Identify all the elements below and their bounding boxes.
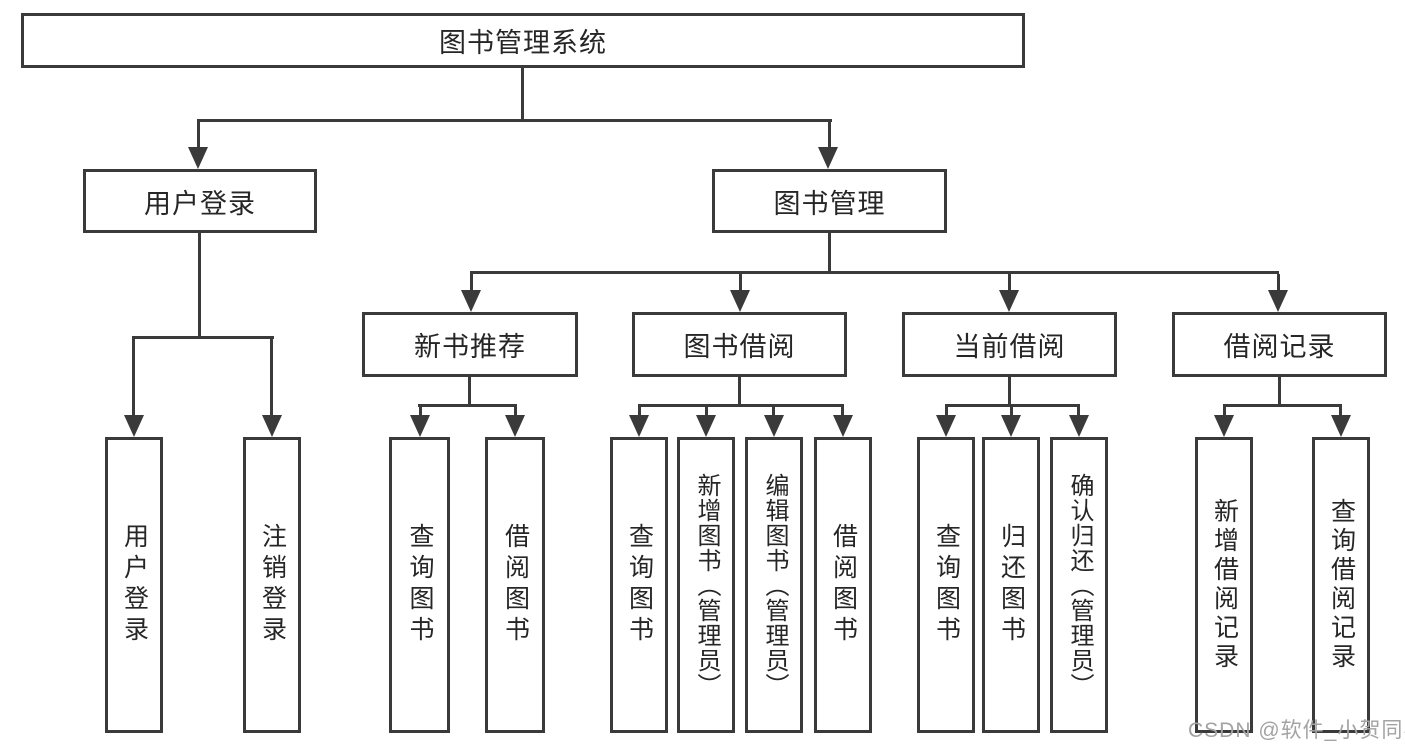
- leaf-label: 查询借阅记录: [1327, 498, 1356, 672]
- connector-borrowrecord-shaft: [1277, 274, 1280, 290]
- arrow-down-icon: [262, 415, 282, 437]
- connector-bookborrow-shaft: [739, 274, 742, 290]
- leaf-label: 借阅图书: [501, 523, 530, 647]
- arrow-down-icon: [1069, 415, 1089, 437]
- leaf-query-books-3: 查询图书: [917, 437, 975, 733]
- leaf-label: 借阅图书: [829, 523, 858, 647]
- leaf-label: 查询图书: [625, 523, 654, 647]
- connector-leaf-shaft: [705, 407, 708, 415]
- arrow-down-icon: [764, 415, 784, 437]
- connector-leaf-shaft: [1077, 407, 1080, 415]
- node-current-borrow-label: 当前借阅: [953, 332, 1066, 362]
- connector-bookborrow-hline: [638, 404, 844, 407]
- arrow-down-icon: [696, 415, 716, 437]
- connector-leaf-shaft: [841, 407, 844, 415]
- node-root-system: 图书管理系统: [21, 13, 1025, 68]
- node-borrow-record: 借阅记录: [1172, 312, 1387, 377]
- connector-bookmgmt-vstub: [828, 233, 831, 273]
- connector-bookmgmt-shaft: [828, 122, 831, 148]
- connector-leaf-shaft: [772, 407, 775, 415]
- leaf-borrow-books-2: 借阅图书: [814, 437, 872, 733]
- arrow-down-icon: [188, 147, 208, 169]
- connector-leaf-shaft: [945, 407, 948, 415]
- leaf-borrow-books-1: 借阅图书: [485, 437, 545, 733]
- arrow-down-icon: [461, 290, 481, 312]
- arrow-down-icon: [936, 415, 956, 437]
- node-book-management-label: 图书管理: [773, 188, 886, 219]
- leaf-label: 确认归还（管理员）: [1066, 472, 1093, 698]
- node-new-book-label: 新书推荐: [414, 332, 526, 362]
- connector-currentborrow-vstub: [1008, 377, 1011, 405]
- node-user-login: 用户登录: [83, 169, 317, 233]
- arrow-down-icon: [629, 415, 649, 437]
- connector-borrowrecord-hline: [1223, 404, 1342, 407]
- connector-borrowrecord-vstub: [1278, 377, 1281, 405]
- connector-leaf-shaft: [638, 407, 641, 415]
- node-book-borrow: 图书借阅: [632, 312, 847, 377]
- node-book-management: 图书管理: [712, 169, 947, 233]
- leaf-label: 查询图书: [932, 523, 961, 647]
- leaf-label: 用户登录: [120, 523, 149, 647]
- arrow-down-icon: [999, 290, 1019, 312]
- leaf-return-books: 归还图书: [982, 437, 1040, 733]
- leaf-query-books-2: 查询图书: [610, 437, 668, 733]
- connector-leaf-shaft: [132, 339, 135, 415]
- connector-userlogin-shaft: [197, 122, 200, 148]
- arrow-down-icon: [410, 415, 430, 437]
- arrow-down-icon: [730, 290, 750, 312]
- leaf-logout: 注销登录: [243, 437, 301, 733]
- connector-newbook-shaft: [470, 274, 473, 290]
- leaf-label: 归还图书: [997, 523, 1026, 647]
- node-book-borrow-label: 图书借阅: [683, 332, 796, 362]
- arrow-down-icon: [1331, 415, 1351, 437]
- connector-leaf-shaft: [1223, 407, 1226, 415]
- leaf-user-login: 用户登录: [105, 437, 163, 733]
- node-current-borrow: 当前借阅: [902, 312, 1117, 377]
- connector-leaf-shaft: [514, 407, 517, 415]
- node-user-login-label: 用户登录: [144, 188, 256, 219]
- node-borrow-record-label: 借阅记录: [1223, 332, 1336, 362]
- connector-leaf-shaft: [270, 339, 273, 415]
- connector-leaf-shaft: [1339, 407, 1342, 415]
- arrow-down-icon: [124, 415, 144, 437]
- connector-newbook-hline: [418, 404, 517, 407]
- connector-newbook-vstub: [468, 377, 471, 405]
- arrow-down-icon: [1268, 290, 1288, 312]
- connector-userlogin-hline: [132, 336, 274, 339]
- leaf-label: 新增图书（管理员）: [693, 472, 720, 698]
- connector-level3-hline: [470, 271, 1279, 274]
- connector-bookborrow-vstub: [738, 377, 741, 405]
- arrow-down-icon: [818, 147, 838, 169]
- leaf-label: 编辑图书（管理员）: [761, 472, 788, 698]
- arrow-down-icon: [833, 415, 853, 437]
- arrow-down-icon: [1001, 415, 1021, 437]
- connector-userlogin-vstub: [198, 233, 201, 337]
- csdn-watermark: CSDN @软件_小贺同学: [1188, 719, 1405, 742]
- connector-leaf-shaft: [1010, 407, 1013, 415]
- arrow-down-icon: [1214, 415, 1234, 437]
- connector-currentborrow-shaft: [1008, 274, 1011, 290]
- connector-leaf-shaft: [419, 407, 422, 415]
- leaf-label: 新增借阅记录: [1210, 498, 1239, 672]
- node-root-label: 图书管理系统: [439, 28, 607, 58]
- connector-root-vstub: [521, 68, 524, 121]
- leaf-add-books-admin: 新增图书（管理员）: [677, 437, 735, 733]
- connector-currentborrow-hline: [945, 404, 1080, 407]
- leaf-edit-books-admin: 编辑图书（管理员）: [745, 437, 803, 733]
- leaf-add-borrow-record: 新增借阅记录: [1195, 437, 1253, 733]
- leaf-confirm-return-admin: 确认归还（管理员）: [1050, 437, 1108, 733]
- arrow-down-icon: [505, 415, 525, 437]
- connector-level1-hline: [197, 119, 832, 122]
- leaf-query-books-1: 查询图书: [389, 437, 450, 733]
- leaf-query-borrow-record: 查询借阅记录: [1312, 437, 1370, 733]
- leaf-label: 注销登录: [258, 523, 287, 647]
- leaf-label: 查询图书: [406, 523, 434, 647]
- node-new-book-recommend: 新书推荐: [362, 312, 578, 377]
